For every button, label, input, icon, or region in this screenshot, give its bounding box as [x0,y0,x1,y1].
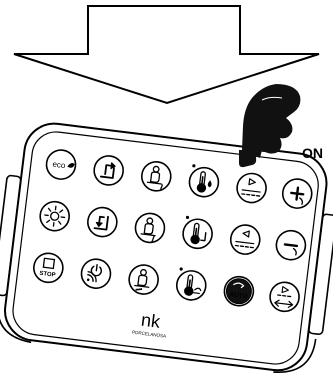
svg-text:eco: eco [52,160,66,171]
brand-logo-text: nk [140,310,162,332]
on-label: ON [302,145,323,161]
